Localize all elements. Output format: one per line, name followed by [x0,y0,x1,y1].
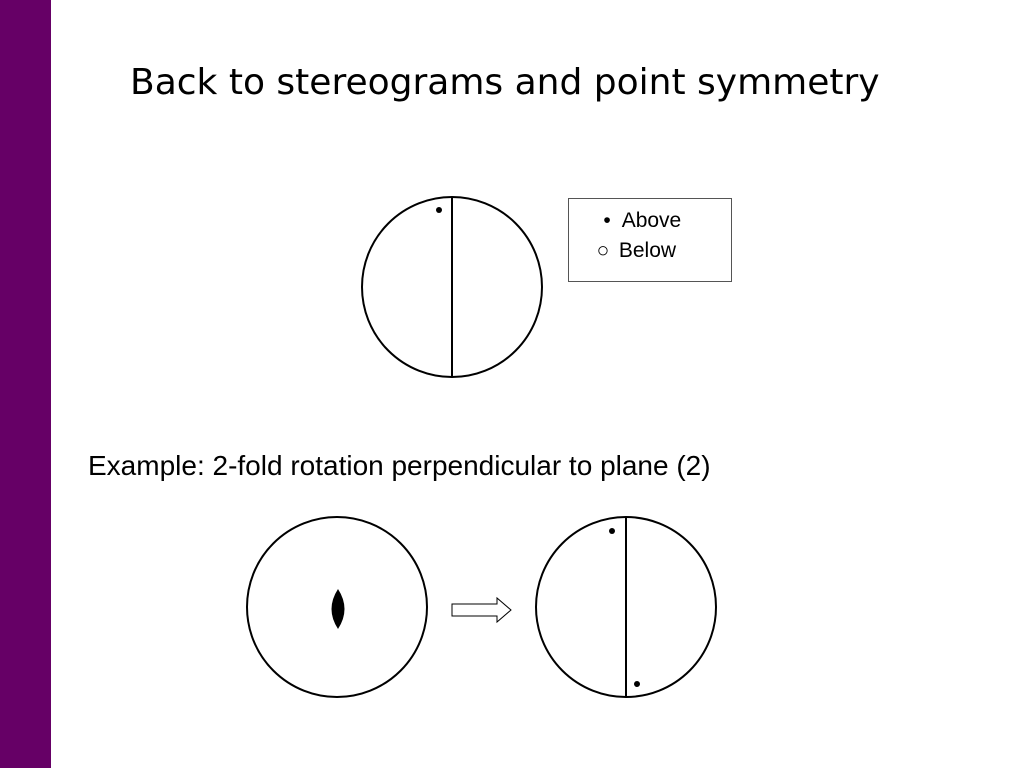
slide-title: Back to stereograms and point symmetry [130,62,880,103]
legend-above-label: Above [621,209,682,232]
bottom-right-above-point-bottom [634,681,640,687]
bottom-right-above-point-top [609,528,615,534]
top-above-point [436,207,442,213]
accent-side-bar [0,0,51,768]
legend-box: • Above ○ Below [568,198,732,282]
legend-below-label: Below [618,239,677,262]
example-caption: Example: 2-fold rotation perpendicular t… [88,450,711,481]
arrow-icon [451,596,512,624]
legend-below-row: ○ Below [593,239,676,263]
open-circle-icon: ○ [596,239,610,262]
filled-dot-icon: • [603,209,611,232]
bottom-right-stereogram [535,516,717,698]
bottom-left-stereogram [246,516,428,698]
twofold-axis-icon [331,589,345,629]
legend-above-row: • Above [597,209,681,233]
top-stereogram [361,196,543,378]
